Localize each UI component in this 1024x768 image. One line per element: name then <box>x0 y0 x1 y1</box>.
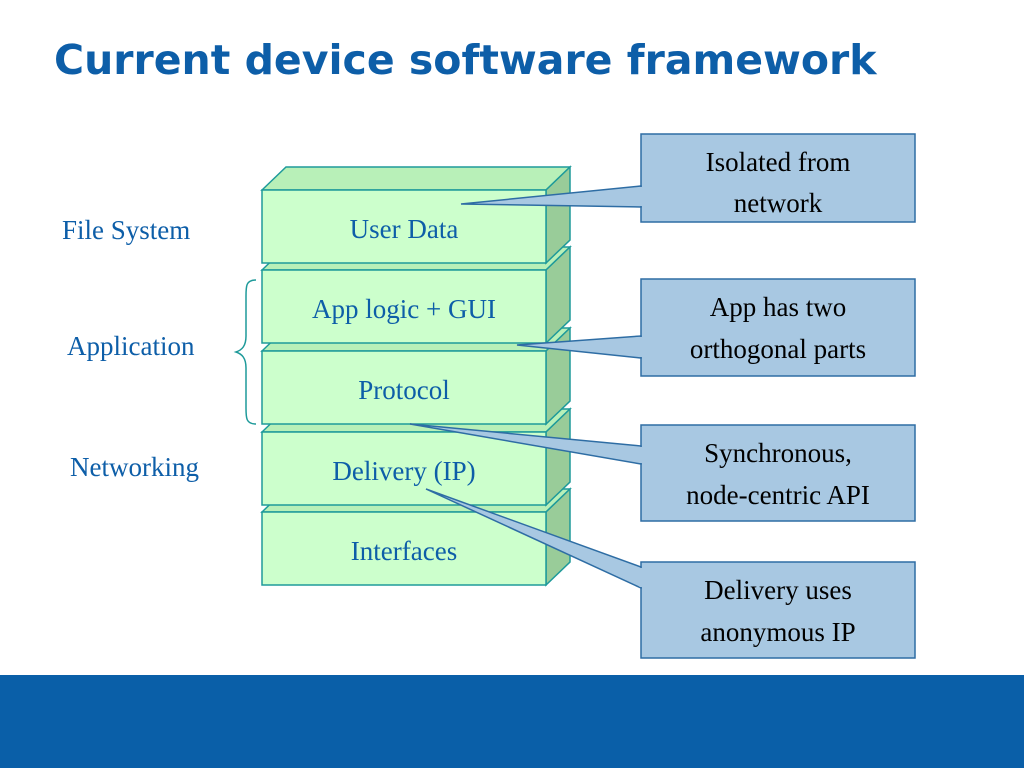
callout-delivery-line2: anonymous IP <box>700 617 855 647</box>
application-label: Application <box>67 331 195 361</box>
callout-isolated-line2: network <box>734 188 823 218</box>
layer-app-logic-label: App logic + GUI <box>312 294 496 324</box>
callout-synchronous-box <box>640 424 916 522</box>
callout-isolated-line1: Isolated from <box>706 147 851 177</box>
layer-interfaces-front <box>261 511 547 586</box>
callout-delivery: Delivery uses anonymous IP <box>425 488 916 659</box>
layer-user-data: User Data <box>260 165 572 265</box>
application-brace <box>233 279 257 425</box>
layer-user-data-label: User Data <box>350 214 459 244</box>
callout-synchronous-line1: Synchronous, <box>704 438 852 468</box>
layer-app-logic-front <box>261 269 547 344</box>
layer-user-data-top <box>260 166 572 191</box>
callout-app-parts-box <box>640 278 916 377</box>
callout-app-parts: App has two orthogonal parts <box>516 278 916 377</box>
layer-delivery-front <box>261 431 547 506</box>
networking-label: Networking <box>70 452 199 482</box>
callout-app-parts-line2: orthogonal parts <box>690 334 866 364</box>
layer-delivery-label: Delivery (IP) <box>332 456 475 486</box>
callout-app-parts-line1: App has two <box>710 292 847 322</box>
slide-title: Current device software framework <box>54 36 877 84</box>
callout-delivery-line1: Delivery uses <box>704 575 852 605</box>
layer-protocol-label: Protocol <box>358 375 450 405</box>
stack-diagram: Interfaces Delivery (IP) Protocol App lo… <box>233 133 916 659</box>
layer-protocol-front <box>261 350 547 425</box>
callout-delivery-box <box>640 561 916 659</box>
callout-synchronous-line2: node-centric API <box>686 480 870 510</box>
callout-isolated: Isolated from network <box>460 133 916 223</box>
callout-isolated-box <box>640 133 916 223</box>
layer-interfaces-label: Interfaces <box>351 536 457 566</box>
footer-bar <box>0 675 1024 768</box>
file-system-label: File System <box>62 215 191 245</box>
callout-synchronous: Synchronous, node-centric API <box>409 423 916 522</box>
